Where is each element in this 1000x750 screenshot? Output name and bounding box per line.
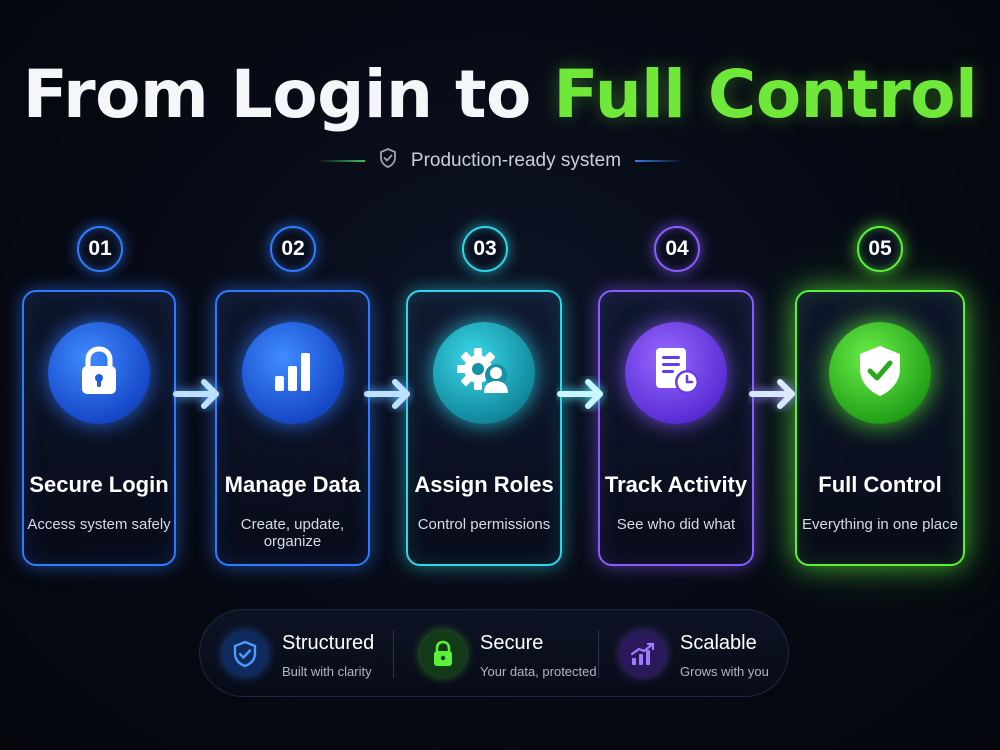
step-number-4: 04: [654, 226, 700, 272]
arrow-right-icon: [363, 376, 415, 412]
document-clock-icon: [651, 345, 701, 402]
title-part-2: Full Control: [553, 56, 978, 133]
step-card-track-activity: Track Activity See who did what: [598, 290, 754, 566]
step-title: Manage Data: [224, 472, 361, 497]
step-number-5: 05: [857, 226, 903, 272]
step-card-full-control: Full Control Everything in one place: [795, 290, 965, 566]
step-number-3: 03: [462, 226, 508, 272]
subtitle-divider-left: [316, 160, 365, 162]
step-icon-disc: [48, 322, 150, 424]
feature-title: Secure: [480, 632, 544, 654]
step-description: Create, update, organize: [240, 516, 345, 550]
lock-icon: [420, 631, 466, 677]
arrow-right-icon: [172, 376, 224, 412]
subtitle: Production-ready system: [0, 148, 1000, 174]
feature-secure: Secure Your data, protected: [420, 610, 597, 698]
step-card-assign-roles: Assign Roles Control permissions: [406, 290, 562, 566]
step-card-secure-login: Secure Login Access system safely: [22, 290, 176, 566]
subtitle-text: Production-ready system: [410, 150, 622, 171]
feature-structured: Structured Built with clarity: [222, 610, 375, 698]
feature-title: Scalable: [680, 632, 757, 654]
shield-check-icon: [856, 344, 904, 403]
feature-bar: Structured Built with clarity Secure You…: [199, 609, 789, 697]
feature-title: Structured: [282, 632, 375, 654]
growth-chart-icon: [620, 631, 666, 677]
small-shield-icon: [379, 148, 397, 174]
gear-user-icon: [456, 345, 512, 402]
step-card-manage-data: Manage Data Create, update, organize: [215, 290, 370, 566]
step-icon-disc: [241, 322, 344, 424]
step-title: Track Activity: [604, 472, 748, 497]
step-icon-disc: [433, 322, 535, 424]
step-number-1: 01: [77, 226, 123, 272]
feature-subtitle: Grows with you: [680, 664, 769, 679]
step-description: Control permissions: [417, 516, 551, 533]
step-description: Everything in one place: [802, 516, 958, 533]
subtitle-divider-right: [635, 160, 684, 162]
step-description: Access system safely: [27, 516, 171, 533]
lock-icon: [76, 345, 122, 402]
step-title: Assign Roles: [414, 472, 554, 497]
step-description: See who did what: [616, 516, 736, 533]
feature-subtitle: Your data, protected: [480, 664, 597, 679]
arrow-right-icon: [556, 376, 608, 412]
step-title: Full Control: [818, 472, 942, 497]
feature-scalable: Scalable Grows with you: [620, 610, 770, 698]
step-icon-disc: [625, 322, 727, 424]
title-part-1: From Login to: [22, 56, 532, 133]
bar-chart-icon: [270, 348, 316, 399]
feature-divider: [393, 630, 394, 678]
arrow-right-icon: [748, 376, 800, 412]
page-title: From Login to Full Control: [0, 56, 1000, 133]
step-title: Secure Login: [29, 472, 169, 497]
step-icon-disc: [829, 322, 931, 424]
shield-check-icon: [222, 631, 268, 677]
feature-subtitle: Built with clarity: [282, 664, 372, 679]
step-number-2: 02: [270, 226, 316, 272]
feature-divider: [598, 630, 599, 678]
